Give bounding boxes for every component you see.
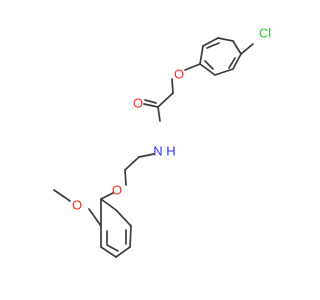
oxygen-atom-label-bottom-ether: O xyxy=(112,183,122,198)
chlorine-atom-label: Cl xyxy=(259,26,271,41)
chemical-structure-diagram: Cl O O N H O O xyxy=(53,26,271,258)
nitrogen-atom-label: N xyxy=(153,144,162,159)
oxygen-atom-label-carbonyl: O xyxy=(133,96,143,111)
nitrogen-hydrogen-label: H xyxy=(166,144,175,159)
bond-skeleton xyxy=(53,37,254,258)
oxygen-atom-label-methoxy: O xyxy=(72,198,82,213)
oxygen-atom-label-top-ether: O xyxy=(174,67,184,82)
